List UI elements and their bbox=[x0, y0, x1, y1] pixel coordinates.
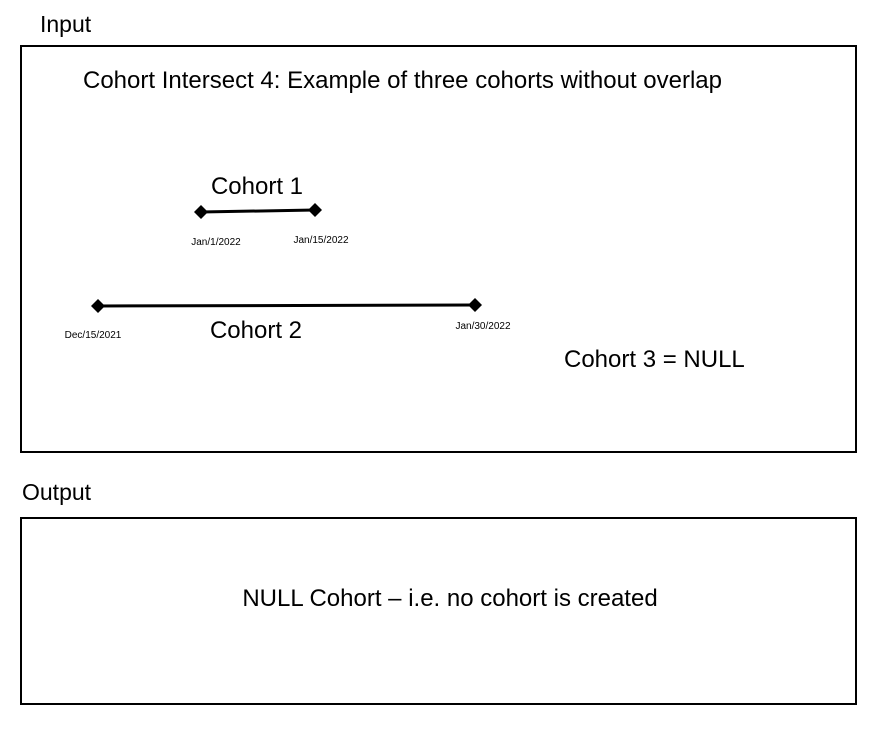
cohort-2-label: Cohort 2 bbox=[209, 317, 303, 344]
cohort-1-start-date: Jan/1/2022 bbox=[191, 237, 241, 248]
diagram-title: Cohort Intersect 4: Example of three coh… bbox=[83, 67, 722, 94]
cohort-2-start-date: Dec/15/2021 bbox=[64, 330, 122, 341]
output-section-label: Output bbox=[22, 479, 92, 505]
input-panel bbox=[20, 45, 857, 453]
cohort-3-null-label: Cohort 3 = NULL bbox=[564, 346, 745, 373]
cohort-2-end-date: Jan/30/2022 bbox=[455, 321, 511, 332]
input-section-label: Input bbox=[40, 11, 92, 37]
cohort-1-label: Cohort 1 bbox=[210, 173, 304, 200]
cohort-1-end-date: Jan/15/2022 bbox=[293, 235, 349, 246]
output-result-text: NULL Cohort – i.e. no cohort is created bbox=[242, 585, 658, 612]
output-panel bbox=[20, 517, 857, 705]
